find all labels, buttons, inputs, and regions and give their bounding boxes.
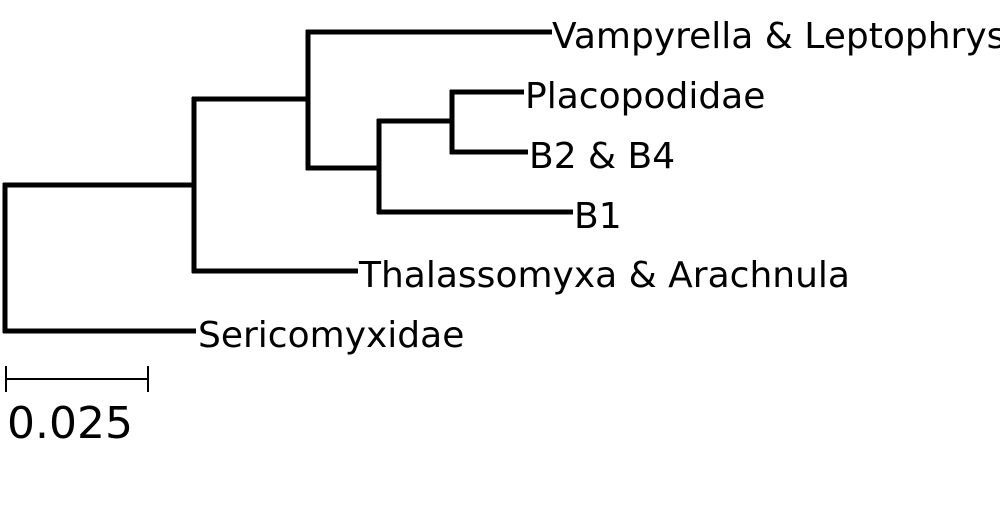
tip-label-placopodidae: Placopodidae xyxy=(525,76,765,117)
scale-bar: 0.025 xyxy=(5,366,149,449)
tree-branches xyxy=(2,29,573,334)
tip-labels: Vampyrella & Leptophrys Placopodidae B2 … xyxy=(198,16,1000,356)
tip-label-sericomyxidae: Sericomyxidae xyxy=(198,315,464,356)
scale-bar-label: 0.025 xyxy=(7,398,133,449)
tip-label-b1: B1 xyxy=(574,196,622,237)
tip-label-thalassomyxa-arachnula: Thalassomyxa & Arachnula xyxy=(358,255,850,296)
tip-label-vampyrella-leptophrys: Vampyrella & Leptophrys xyxy=(552,16,1000,57)
tip-label-b2-b4: B2 & B4 xyxy=(529,136,675,177)
